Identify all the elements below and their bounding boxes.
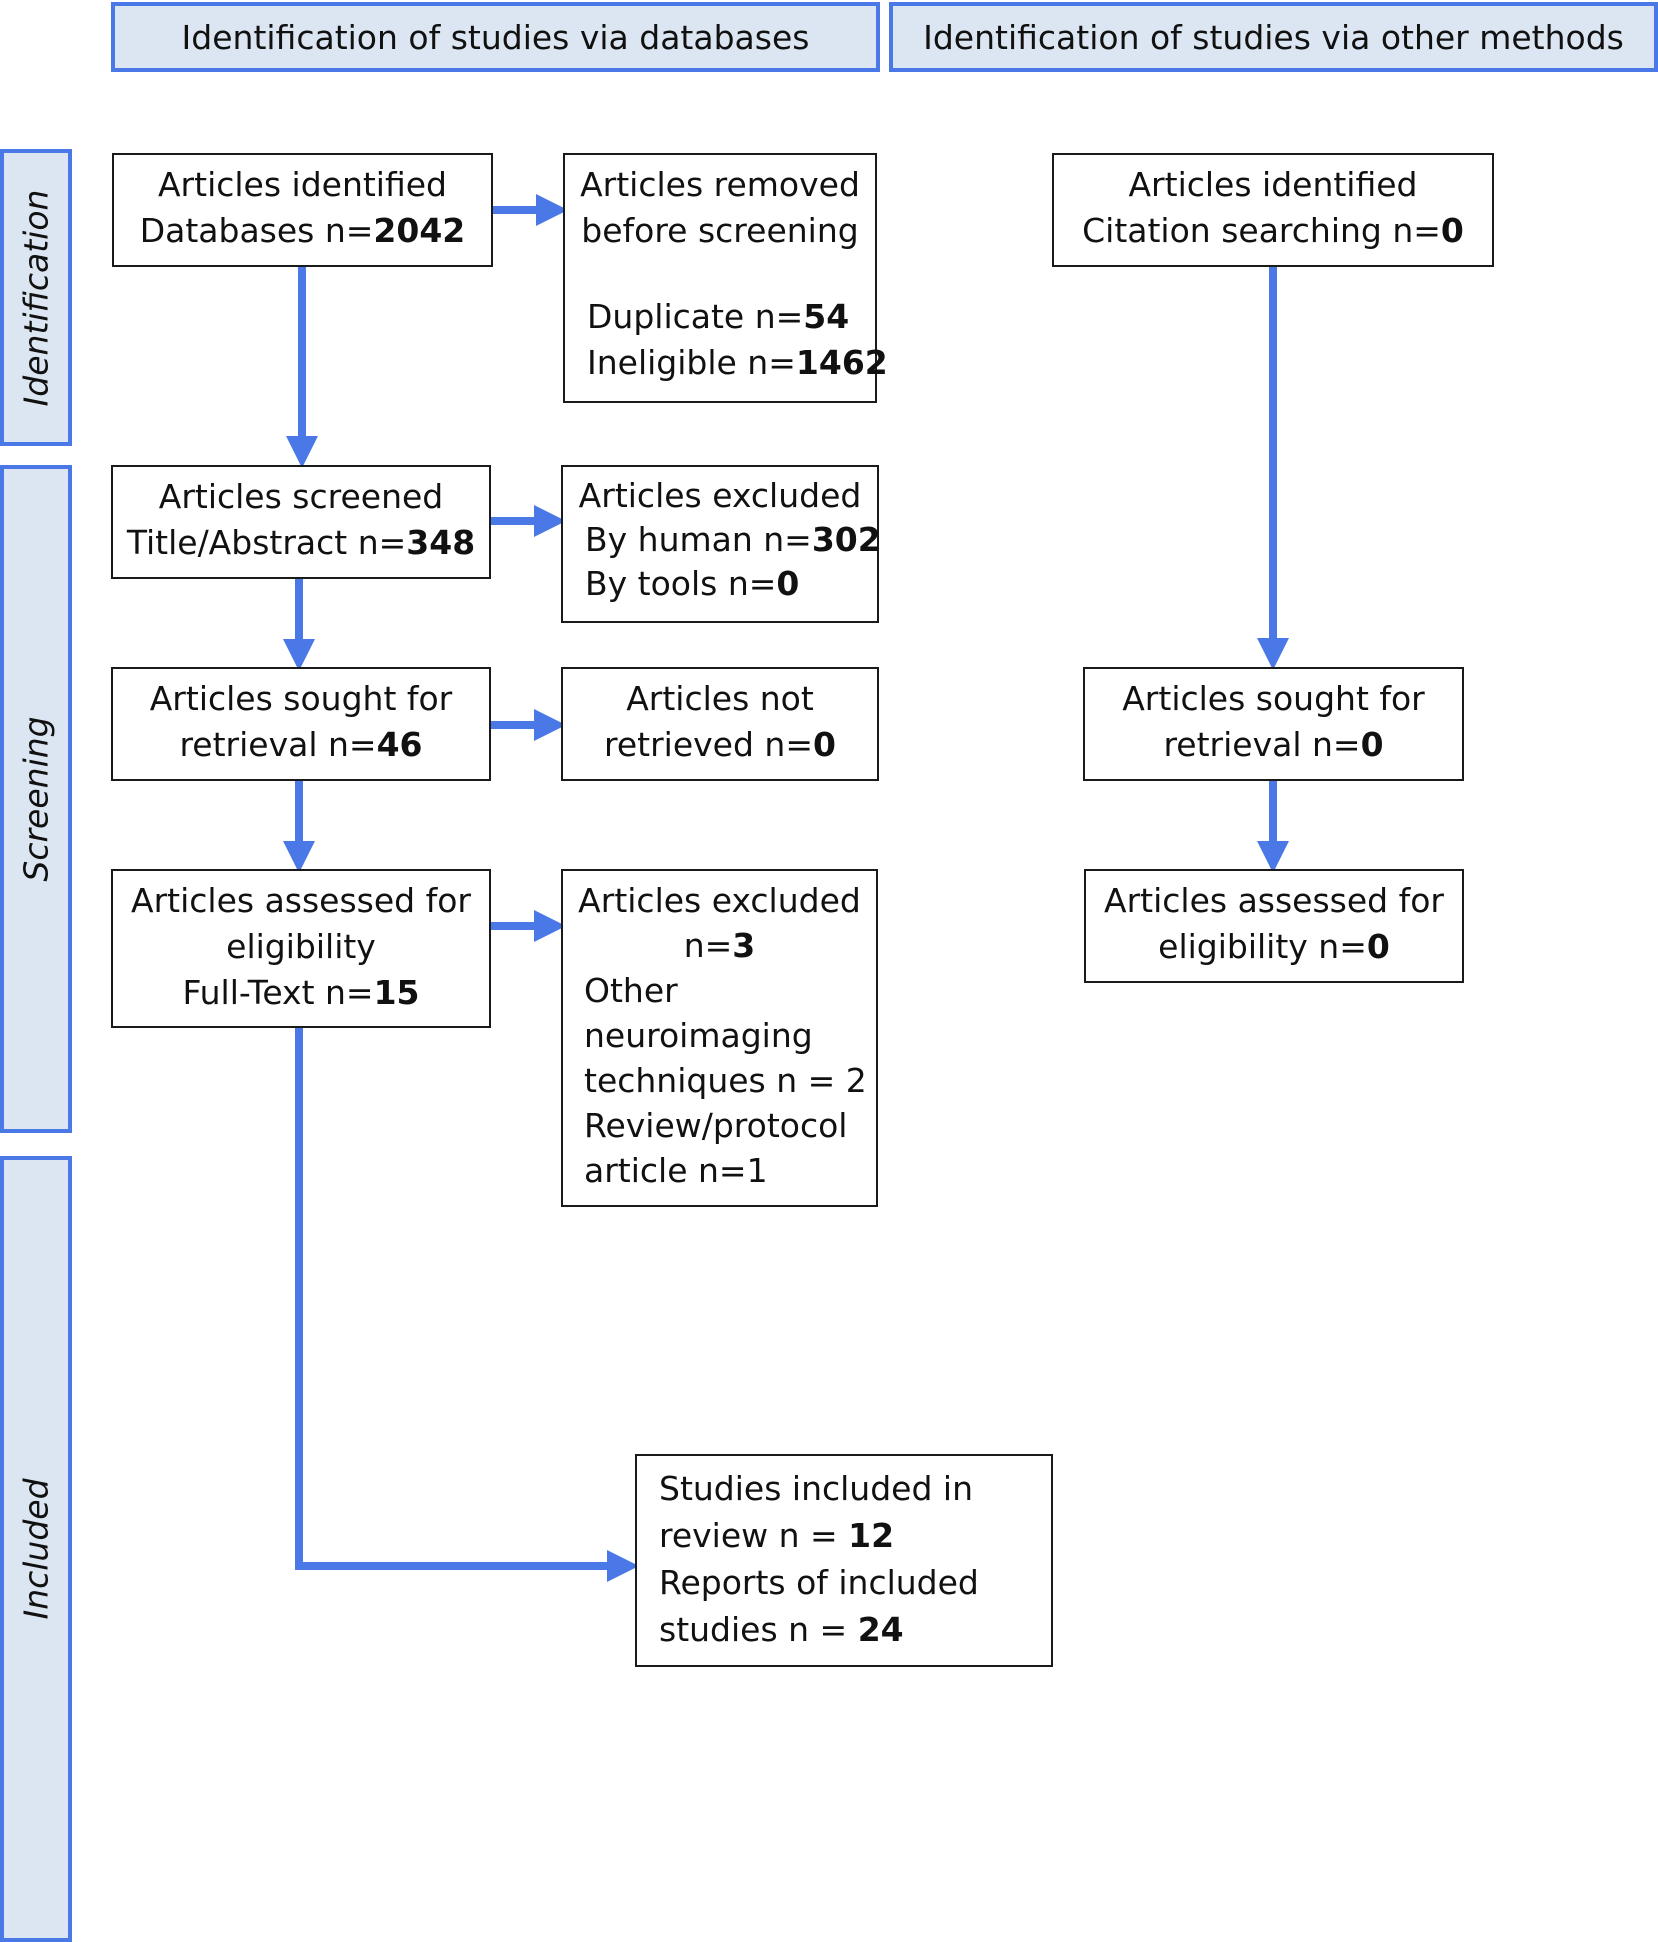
other-methods-header-label: Identification of studies via other meth… [923, 17, 1624, 57]
count-label: Full-Text n= [182, 973, 374, 1012]
box-line-count: eligibility n=0 [1086, 924, 1462, 970]
box-line: Studies included in [659, 1469, 973, 1508]
box-articles-excluded-full-text: Articles excluded n=3 Other neuroimaging… [561, 869, 878, 1207]
box-line: Articles screened [158, 477, 444, 516]
count-value: 15 [373, 973, 420, 1012]
box-line: Other [584, 971, 678, 1010]
box-line-ineligible: Ineligible n=1462 [565, 340, 888, 386]
box-other-articles-sought: Articles sought for retrieval n=0 [1083, 667, 1464, 781]
count-label: retrieved n= [604, 725, 813, 764]
box-articles-excluded: Articles excluded By human n=302 By tool… [561, 465, 881, 623]
other-methods-header: Identification of studies via other meth… [889, 2, 1658, 72]
count-label: Databases n= [139, 211, 374, 250]
count-value: 12 [848, 1516, 895, 1555]
box-line: before screening [581, 211, 859, 250]
box-articles-sought: Articles sought for retrieval n=46 [111, 667, 491, 781]
box-line-reports-count: studies n = 24 [659, 1606, 1051, 1653]
box-line: Articles assessed for [1104, 881, 1444, 920]
count-label: Duplicate n= [587, 297, 804, 336]
count-label: n= [683, 926, 733, 965]
count-value: 46 [376, 725, 423, 764]
box-line-count: retrieved n=0 [563, 722, 877, 768]
box-articles-identified: Articles identified Databases n=2042 [112, 153, 493, 267]
count-value: 1462 [795, 343, 888, 382]
count-value: 24 [857, 1610, 904, 1649]
count-value: 302 [811, 520, 881, 559]
count-value: 0 [776, 564, 800, 603]
box-line-count: Title/Abstract n=348 [113, 520, 489, 566]
count-label: retrieval n= [1163, 725, 1361, 764]
count-label: By human n= [585, 520, 812, 559]
count-label: eligibility n= [1158, 927, 1367, 966]
box-line: Articles identified [157, 165, 448, 204]
box-articles-removed: Articles removed before screening Duplic… [563, 153, 888, 403]
box-articles-screened: Articles screened Title/Abstract n=348 [111, 465, 491, 579]
box-line: Articles sought for [1122, 679, 1425, 718]
box-line-studies-count: review n = 12 [659, 1512, 1051, 1559]
box-other-articles-assessed: Articles assessed for eligibility n=0 [1084, 869, 1464, 983]
box-line: article n=1 [584, 1151, 768, 1190]
box-line-duplicate: Duplicate n=54 [565, 294, 875, 340]
box-line: Articles not [626, 679, 814, 718]
phase-identification: Identification [0, 149, 72, 446]
box-line: Articles excluded [578, 476, 862, 515]
box-line-by-tools: By tools n=0 [563, 562, 877, 606]
count-label: retrieval n= [179, 725, 377, 764]
box-line-count: retrieval n=0 [1085, 722, 1462, 768]
box-line-count: retrieval n=46 [113, 722, 489, 768]
count-value: 54 [803, 297, 850, 336]
count-label: Ineligible n= [587, 343, 796, 382]
box-line: Articles assessed for [131, 881, 471, 920]
count-label: By tools n= [585, 564, 777, 603]
box-articles-not-retrieved: Articles not retrieved n=0 [561, 667, 879, 781]
box-line: Articles removed [580, 165, 860, 204]
count-label: review n = [659, 1516, 849, 1555]
count-value: 0 [1440, 211, 1464, 250]
box-articles-assessed: Articles assessed for eligibility Full-T… [111, 869, 491, 1028]
box-line-by-human: By human n=302 [563, 518, 881, 562]
box-line: Review/protocol [584, 1106, 848, 1145]
count-value: 0 [1360, 725, 1384, 764]
box-line: Articles sought for [149, 679, 453, 718]
count-label: Title/Abstract n= [126, 523, 407, 562]
box-line: Reports of included [659, 1563, 979, 1602]
count-label: studies n = [659, 1610, 858, 1649]
count-value: 0 [813, 725, 836, 764]
databases-header-label: Identification of studies via databases [181, 17, 810, 57]
box-line: techniques n = 2 [584, 1061, 867, 1100]
arrow-assessed-to-included [295, 1028, 639, 1582]
box-studies-included: Studies included in review n = 12 Report… [635, 1454, 1053, 1667]
box-line-count: Full-Text n=15 [113, 970, 489, 1016]
count-value: 348 [406, 523, 476, 562]
databases-header: Identification of studies via databases [111, 2, 880, 72]
box-line: Articles excluded [578, 881, 861, 920]
count-value: 2042 [373, 211, 466, 250]
box-line: Articles identified [1128, 165, 1418, 204]
count-value: 0 [1366, 927, 1390, 966]
phase-screening: Screening [0, 465, 72, 1133]
box-line: neuroimaging [584, 1016, 813, 1055]
phase-included: Included [0, 1156, 72, 1942]
count-value: 3 [732, 926, 756, 965]
box-line-count: n=3 [563, 923, 876, 968]
box-other-articles-identified: Articles identified Citation searching n… [1052, 153, 1494, 267]
box-line: eligibility [226, 927, 376, 966]
box-line-count: Citation searching n=0 [1054, 208, 1492, 254]
box-line-count: Databases n=2042 [114, 208, 491, 254]
count-label: Citation searching n= [1082, 211, 1441, 250]
